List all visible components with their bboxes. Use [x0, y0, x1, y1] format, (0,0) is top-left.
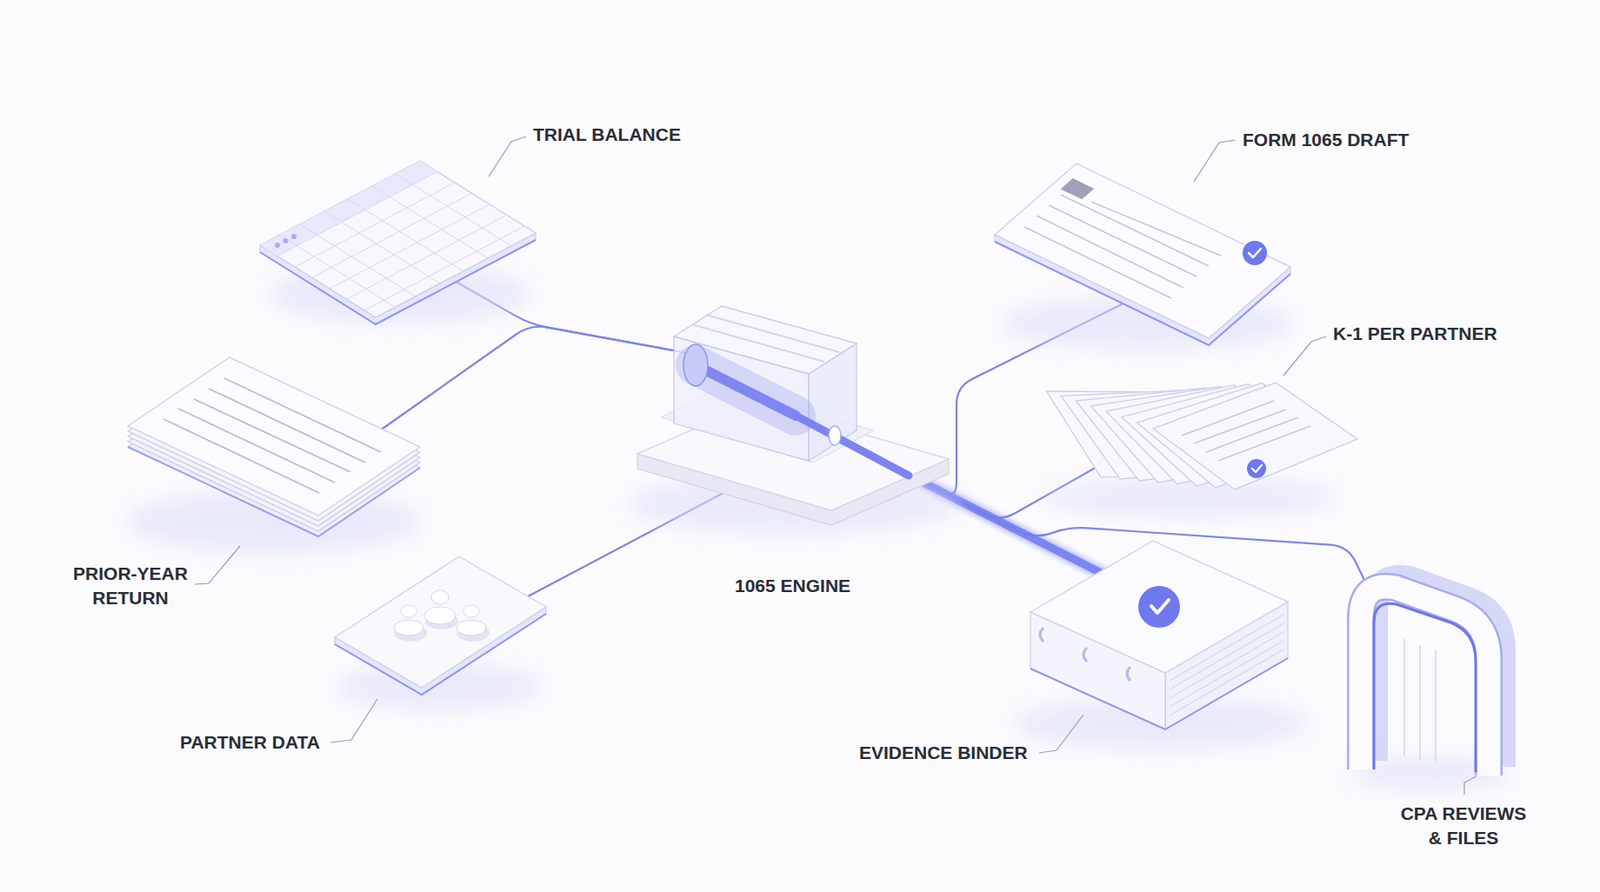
spreadsheet-illustration — [329, 204, 490, 289]
people-card — [431, 590, 449, 605]
spreadsheet-illustration — [347, 199, 464, 272]
people-card — [463, 605, 480, 618]
spreadsheet-illustration — [277, 172, 438, 257]
leader-line — [488, 136, 527, 177]
spreadsheet-illustration — [283, 238, 289, 244]
people-card — [334, 556, 547, 710]
k1-fan — [1024, 347, 1358, 521]
evidence-binder — [1151, 600, 1169, 614]
k1-fan — [1043, 478, 1340, 517]
node-label: TRIAL BALANCE — [533, 122, 681, 147]
spreadsheet-illustration — [395, 173, 512, 247]
leader-line — [1039, 714, 1084, 754]
k1-fan — [1252, 465, 1262, 473]
people-card — [400, 605, 417, 618]
spreadsheet-illustration — [372, 186, 488, 259]
illustration-node: TRIAL BALANCE — [295, 191, 487, 270]
spreadsheet-illustration — [274, 242, 280, 248]
cpa-gate — [1360, 586, 1489, 776]
spreadsheet-illustration — [346, 214, 507, 300]
illustration-node: K-1 PER PARTNER — [1100, 408, 1322, 479]
spreadsheet-illustration — [291, 233, 297, 240]
people-card — [456, 620, 487, 636]
spreadsheet-illustration — [324, 211, 440, 284]
form-document — [1248, 248, 1261, 258]
document-stack — [224, 378, 381, 453]
form-document — [1060, 194, 1209, 267]
leader-line — [1193, 140, 1235, 182]
illustration-node: 1065 ENGINE — [686, 347, 905, 487]
engine-machine — [695, 365, 796, 416]
illustration-node: EVIDENCE BINDER — [1078, 578, 1253, 696]
form-document — [1024, 194, 1221, 299]
form-document — [1242, 240, 1267, 266]
form-document — [1060, 178, 1095, 200]
evidence-binder — [1138, 586, 1180, 628]
cpa-gate — [1347, 578, 1514, 790]
cpa-gate — [1360, 586, 1489, 776]
document-stack — [126, 357, 422, 554]
spreadsheet-illustration — [277, 172, 525, 312]
form-document — [1048, 205, 1197, 277]
leader-line — [1464, 776, 1477, 795]
form-document — [1091, 201, 1221, 256]
illustration-node: PRIOR-YEAR RETURN — [173, 382, 374, 496]
cpa-gate — [1373, 603, 1476, 773]
node-label: CPA REVIEWS & FILES — [1394, 801, 1533, 851]
cpa-gate — [1419, 645, 1421, 760]
connector-line — [373, 326, 687, 435]
node-label: EVIDENCE BINDER — [859, 740, 1028, 766]
evidence-binder — [1013, 540, 1309, 750]
leader-line — [1283, 336, 1327, 376]
document-stack — [163, 378, 381, 494]
spreadsheet-illustration — [260, 160, 438, 257]
cpa-gate — [1403, 639, 1406, 757]
engine-machine — [683, 344, 708, 387]
illustration-node: CPA REVIEWS & FILES — [1373, 565, 1479, 766]
node-label: PRIOR-YEAR RETURN — [60, 561, 200, 611]
cpa-gate — [1404, 639, 1436, 764]
k1-fan — [1153, 382, 1358, 490]
node-label: FORM 1065 DRAFT — [1242, 127, 1409, 153]
people-card — [424, 606, 456, 625]
k1-fan — [1246, 459, 1267, 479]
spreadsheet-illustration — [279, 234, 395, 307]
document-stack — [208, 388, 366, 463]
document-stack — [193, 399, 351, 473]
engine-machine — [828, 426, 841, 446]
leader-line — [330, 699, 378, 743]
spreadsheet-illustration — [300, 224, 416, 297]
form-document — [994, 163, 1296, 350]
illustration-node: FORM 1065 DRAFT — [1043, 200, 1244, 296]
form-document — [1036, 215, 1184, 288]
evidence-binder — [1030, 540, 1288, 674]
form-document — [994, 163, 1291, 339]
engine-machine — [695, 365, 796, 416]
people-card — [334, 556, 547, 688]
people-card — [393, 620, 424, 636]
engine-machine — [795, 415, 909, 476]
spreadsheet-illustration — [294, 182, 455, 267]
node-label: K-1 PER PARTNER — [1333, 321, 1498, 347]
leader-line — [194, 136, 1477, 795]
spreadsheet-illustration — [260, 160, 536, 318]
engine-machine — [627, 306, 959, 534]
node-label: 1065 ENGINE — [734, 573, 851, 599]
node-label: PARTNER DATA — [180, 730, 320, 755]
cpa-gate — [1434, 650, 1437, 764]
document-stack — [127, 357, 420, 516]
leader-line — [194, 546, 240, 585]
illustration-node: PARTNER DATA — [373, 600, 514, 661]
spreadsheet-illustration — [312, 193, 473, 278]
spreadsheet-illustration — [260, 160, 536, 325]
